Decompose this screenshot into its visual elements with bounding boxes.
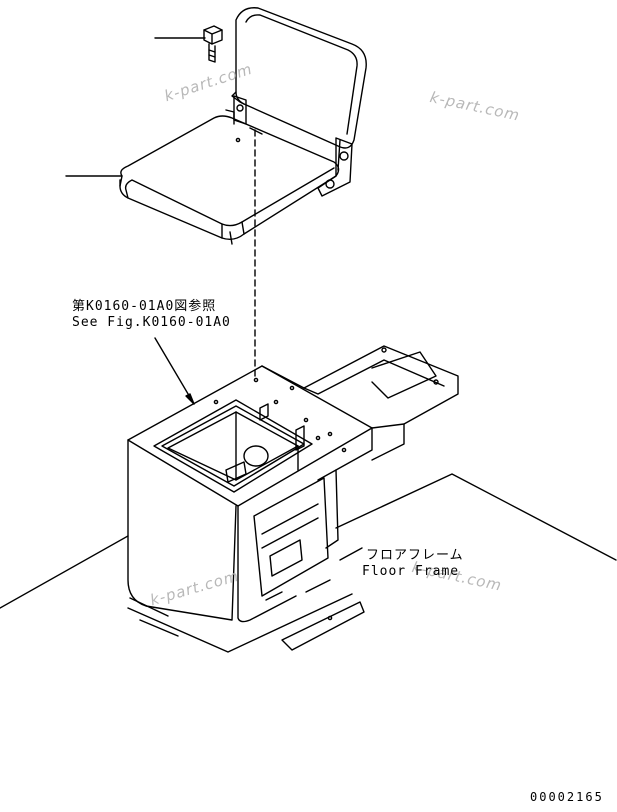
floor-frame-leader-line [339, 547, 363, 561]
reference-callout-jp: 第K0160-01A0図参照 [72, 299, 217, 314]
floor-frame-label-jp: フロアフレーム [366, 548, 464, 563]
seat-back [231, 7, 367, 149]
bolt [203, 25, 223, 63]
reference-callout-en: See Fig.K0160-01A0 [72, 315, 231, 330]
seat-hinge-right [317, 137, 353, 197]
seat-cushion [119, 115, 340, 245]
drawing-number: 00002165 [530, 790, 604, 804]
reference-arrow [154, 337, 195, 405]
seat-stand [127, 345, 459, 623]
floor-frame-label-en: Floor Frame [362, 564, 460, 579]
floor-frame [0, 473, 617, 653]
